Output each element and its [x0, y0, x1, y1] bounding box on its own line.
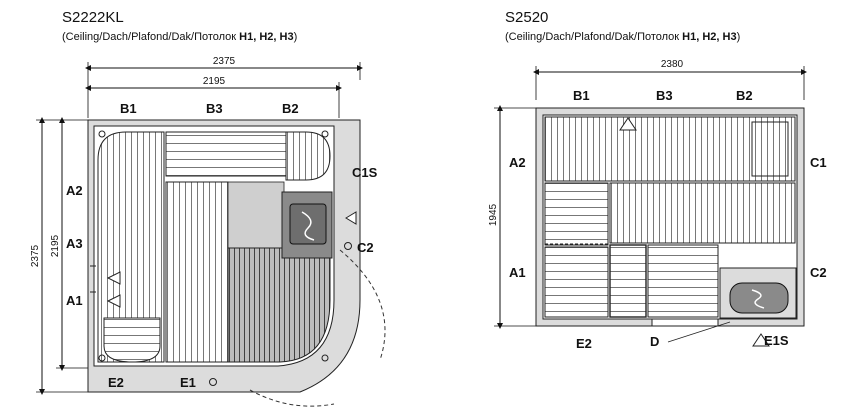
right-dim-height-label: 1945 [488, 203, 499, 226]
left-stool [103, 317, 161, 363]
left-a1-triangle [106, 294, 121, 308]
left-label-c1s: C1S [352, 165, 378, 180]
left-c1s-triangle [345, 211, 357, 225]
right-label-a1: A1 [509, 265, 526, 280]
right-label-a2: A2 [509, 155, 526, 170]
left-label-a2: A2 [66, 183, 83, 198]
right-bench-center-lower [647, 244, 719, 318]
left-label-b2: B2 [282, 101, 299, 116]
left-model-title: S2222KL [62, 9, 124, 26]
left-a3-triangle [106, 271, 121, 285]
right-ladder [609, 244, 647, 318]
left-corner-bolt-4 [321, 354, 329, 362]
left-dim-inner-height-label: 2195 [50, 234, 61, 257]
left-bench-top-right [285, 131, 331, 181]
right-subtitle-suffix: ) [736, 31, 741, 43]
left-dim-inner-width-label: 2195 [203, 76, 226, 87]
left-bench-center [165, 181, 229, 363]
left-door-swing-2 [249, 389, 335, 407]
left-label-c2: C2 [357, 240, 374, 255]
right-plan: 2380 1945 B1 B3 B2 A2 A1 C1 [488, 59, 827, 351]
right-b3-triangle [619, 117, 637, 131]
left-corner-bolt-3 [98, 354, 106, 362]
right-bench-middle [609, 182, 796, 244]
right-subtitle-bold: H1, H2, H3 [682, 31, 737, 43]
left-label-b3: B3 [206, 101, 223, 116]
left-corner-bolt-1 [98, 130, 106, 138]
left-bench-top [165, 131, 287, 177]
right-door [651, 318, 719, 327]
left-label-a1: A1 [66, 293, 83, 308]
right-label-e1s: E1S [764, 333, 789, 348]
left-c2-marker [344, 242, 352, 250]
right-subtitle: (Ceiling/Dach/Plafond/Dak/Потолок H1, H2… [505, 31, 740, 43]
right-heater-symbol [751, 289, 765, 309]
left-e1-marker [209, 378, 217, 386]
right-bench-left-upper [544, 182, 609, 246]
left-dim-outer-height-label: 2375 [30, 244, 41, 267]
left-subtitle-prefix: (Ceiling/Dach/Plafond/Dak/Потолок [62, 31, 240, 43]
right-label-c2: C2 [810, 265, 827, 280]
right-label-c1: C1 [810, 155, 827, 170]
left-heater-symbol [301, 211, 315, 241]
left-floor-slats [227, 247, 331, 363]
left-label-e1: E1 [180, 375, 196, 390]
right-model-title: S2520 [505, 9, 549, 26]
right-label-b1: B1 [573, 88, 590, 103]
right-bench-top-right-inset [751, 121, 789, 177]
right-subtitle-prefix: (Ceiling/Dach/Plafond/Dak/Потолок [505, 31, 683, 43]
left-label-b1: B1 [120, 101, 137, 116]
left-label-e2: E2 [108, 375, 124, 390]
left-door-swing-1 [339, 249, 386, 361]
left-label-a3: A3 [66, 236, 83, 251]
right-door-leader [667, 321, 731, 343]
right-bench-left-lower [544, 246, 609, 318]
right-label-d: D [650, 334, 659, 349]
left-subtitle-suffix: ) [293, 31, 298, 43]
right-label-b2: B2 [736, 88, 753, 103]
left-corner-bolt-2 [321, 130, 329, 138]
left-subtitle: (Ceiling/Dach/Plafond/Dak/Потолок H1, H2… [62, 31, 297, 43]
left-subtitle-bold: H1, H2, H3 [239, 31, 294, 43]
left-floor-grey [227, 181, 285, 249]
right-e1s-triangle [752, 333, 770, 347]
right-label-e2: E2 [576, 336, 592, 351]
right-dim-width-label: 2380 [661, 59, 684, 70]
left-heater [289, 203, 327, 245]
right-label-b3: B3 [656, 88, 673, 103]
left-plan: 2375 2195 2375 2195 [30, 56, 386, 407]
left-dim-outer-width-label: 2375 [213, 56, 236, 67]
